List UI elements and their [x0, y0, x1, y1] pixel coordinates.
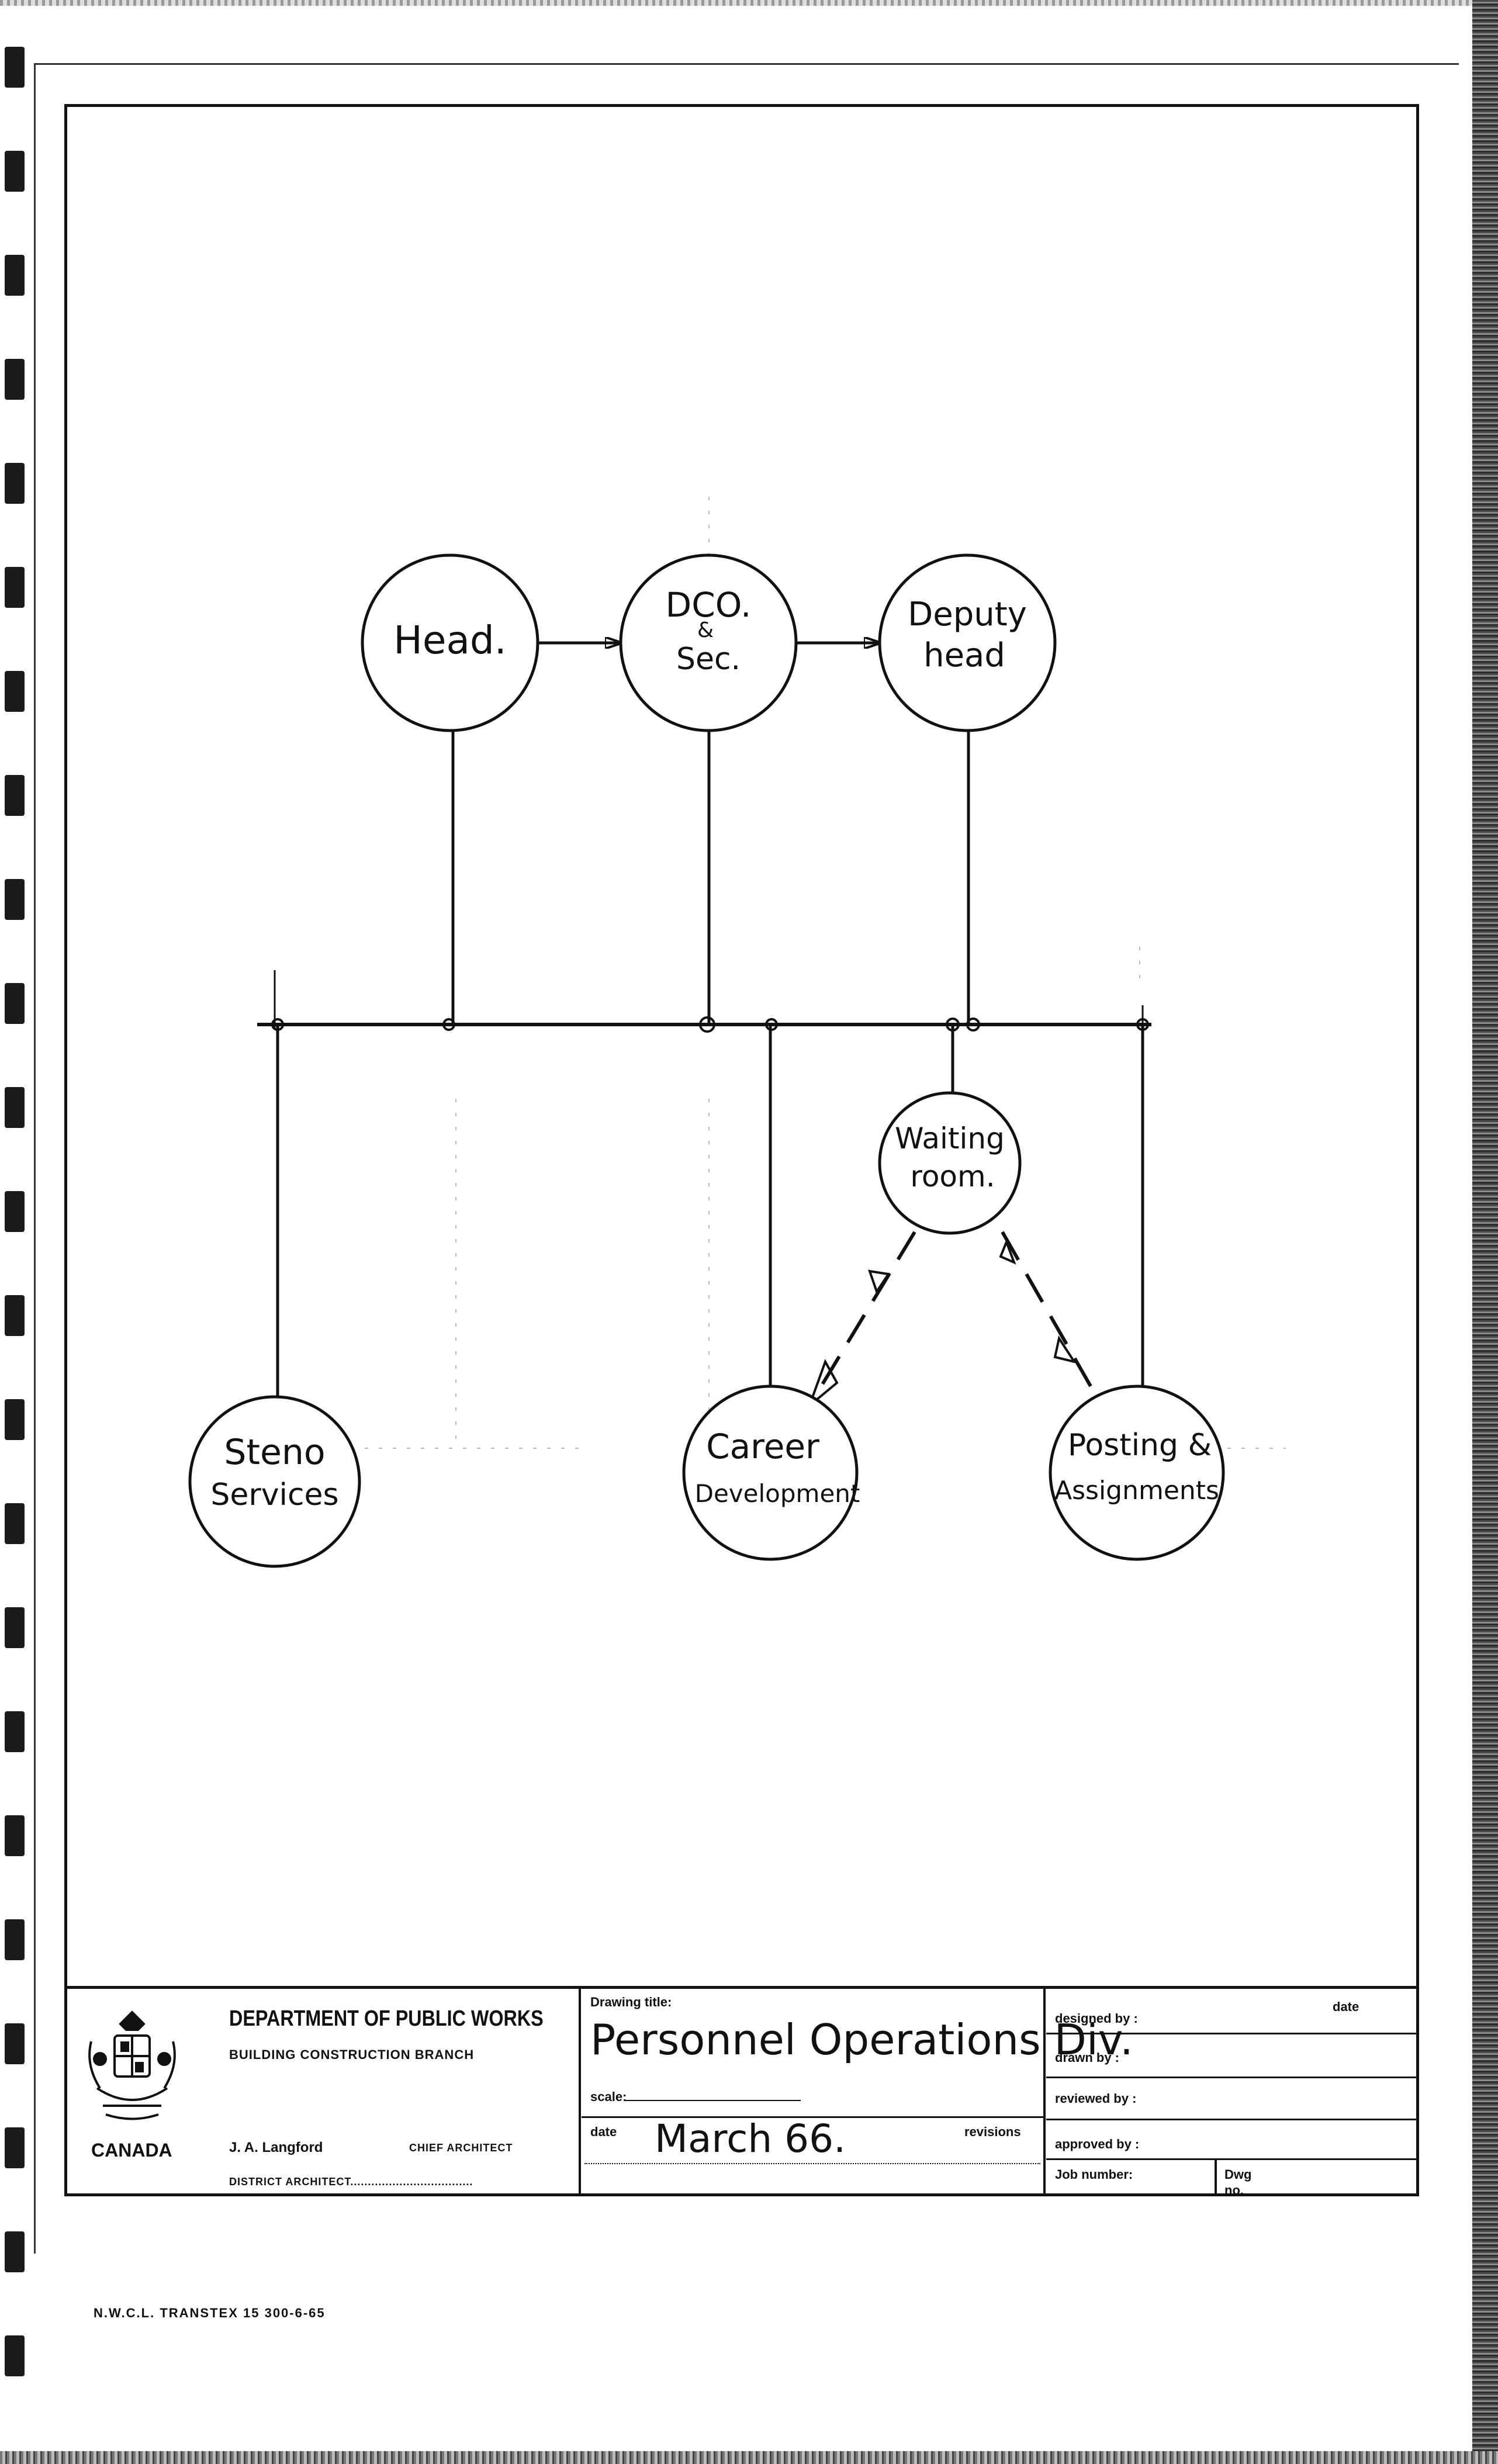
posting-label-line1: Posting & [1068, 1428, 1212, 1463]
binder-ring [5, 983, 25, 1024]
binder-ring [5, 359, 25, 400]
head-node [361, 553, 539, 732]
binder-ring [5, 2127, 25, 2168]
drawing-title: Personnel Operations Div. [590, 2015, 1133, 2064]
binder-rings [0, 0, 35, 2464]
dco-label-line3: Sec. [676, 642, 741, 677]
scan-top-edge [0, 0, 1498, 6]
waiting-room-node [878, 1091, 1022, 1235]
date-label: date [590, 2124, 617, 2139]
reviewed-by-label: reviewed by : [1055, 2091, 1137, 2106]
date-column-label: date [1333, 1999, 1359, 2014]
print-footer: N.W.C.L. TRANSTEX 15 300-6-65 [94, 2306, 326, 2320]
binder-ring [5, 1399, 25, 1440]
sheet-border [34, 63, 1459, 2254]
scan-right-edge [1472, 0, 1498, 2464]
country-label: CANADA [91, 2140, 172, 2161]
binder-ring [5, 1919, 25, 1960]
binder-ring [5, 879, 25, 920]
tb-divider-2 [1043, 1989, 1046, 2196]
deputy-head-node [878, 553, 1057, 732]
binder-ring [5, 151, 25, 192]
binder-ring [5, 1815, 25, 1856]
binder-ring [5, 1191, 25, 1232]
waiting-career-mid-arrow [868, 1269, 891, 1295]
district-architect: DISTRICT ARCHITECT......................… [229, 2176, 473, 2188]
waiting-posting-tail-arrow [999, 1238, 1016, 1265]
department-name: DEPARTMENT OF PUBLIC WORKS [229, 2006, 544, 2031]
binder-ring [5, 2023, 25, 2064]
scale-divider [582, 2116, 1043, 2118]
career-development-node [682, 1385, 859, 1561]
binder-ring [5, 1711, 25, 1752]
posting-label-line2: Assignments [1054, 1476, 1219, 1506]
approved-by-label: approved by : [1055, 2137, 1140, 2151]
architect-name: J. A. Langford [229, 2140, 323, 2155]
binder-ring [5, 775, 25, 816]
binder-ring [5, 463, 25, 504]
scan-bottom-edge [0, 2451, 1498, 2464]
dco-label-line2: & [697, 618, 714, 642]
dwg-label: Dwg [1224, 2167, 1252, 2182]
binder-ring [5, 567, 25, 608]
waiting-label-line2: room. [910, 1160, 995, 1193]
dco-label-line1: DCO. [666, 585, 752, 625]
tb-divider-1 [579, 1989, 581, 2196]
canada-crest-icon [88, 2010, 176, 2120]
steno-label-line2: Services [210, 1477, 338, 1513]
deputy-label-line1: Deputy [908, 596, 1027, 634]
scale-label: scale: [590, 2089, 627, 2104]
dwg-no-label: no. [1224, 2183, 1244, 2197]
branch-name: BUILDING CONSTRUCTION BRANCH [229, 2047, 475, 2062]
drawn-by-label: drawn by : [1055, 2050, 1120, 2065]
date-value: March 66. [655, 2116, 846, 2161]
steno-label-line1: Steno [224, 1432, 325, 1473]
head-label: Head. [393, 618, 507, 663]
revisions-label: revisions [964, 2124, 1021, 2139]
waiting-posting-dashed [1001, 1231, 1103, 1407]
title-block: DEPARTMENT OF PUBLIC WORKS BUILDING CONS… [64, 1986, 1419, 2197]
binder-ring [5, 671, 25, 712]
posting-assignments-node [1049, 1385, 1225, 1561]
binder-ring [5, 255, 25, 296]
binder-ring [5, 1087, 25, 1128]
steno-services-node [188, 1395, 361, 1568]
deputy-label-line2: head [923, 636, 1005, 674]
designed-by-label: designed by : [1055, 2011, 1138, 2026]
career-label-line2: Development [695, 1479, 860, 1508]
waiting-label-line1: Waiting [895, 1122, 1005, 1155]
binder-ring [5, 1503, 25, 1544]
binder-ring [5, 2335, 25, 2376]
binder-ring [5, 47, 25, 88]
drawing-frame [64, 104, 1419, 2196]
waiting-career-arrowhead [807, 1359, 839, 1410]
binder-ring [5, 1295, 25, 1336]
drawing-title-label: Drawing title: [590, 1995, 672, 2009]
career-label-line1: Career [706, 1427, 819, 1466]
waiting-posting-arrowhead [1053, 1335, 1077, 1364]
waiting-career-dashed [808, 1231, 916, 1407]
binder-ring [5, 1607, 25, 1648]
binder-ring [5, 2231, 25, 2272]
dco-node [619, 553, 798, 732]
architect-role: CHIEF ARCHITECT [409, 2142, 513, 2154]
job-number-label: Job number: [1055, 2167, 1133, 2182]
